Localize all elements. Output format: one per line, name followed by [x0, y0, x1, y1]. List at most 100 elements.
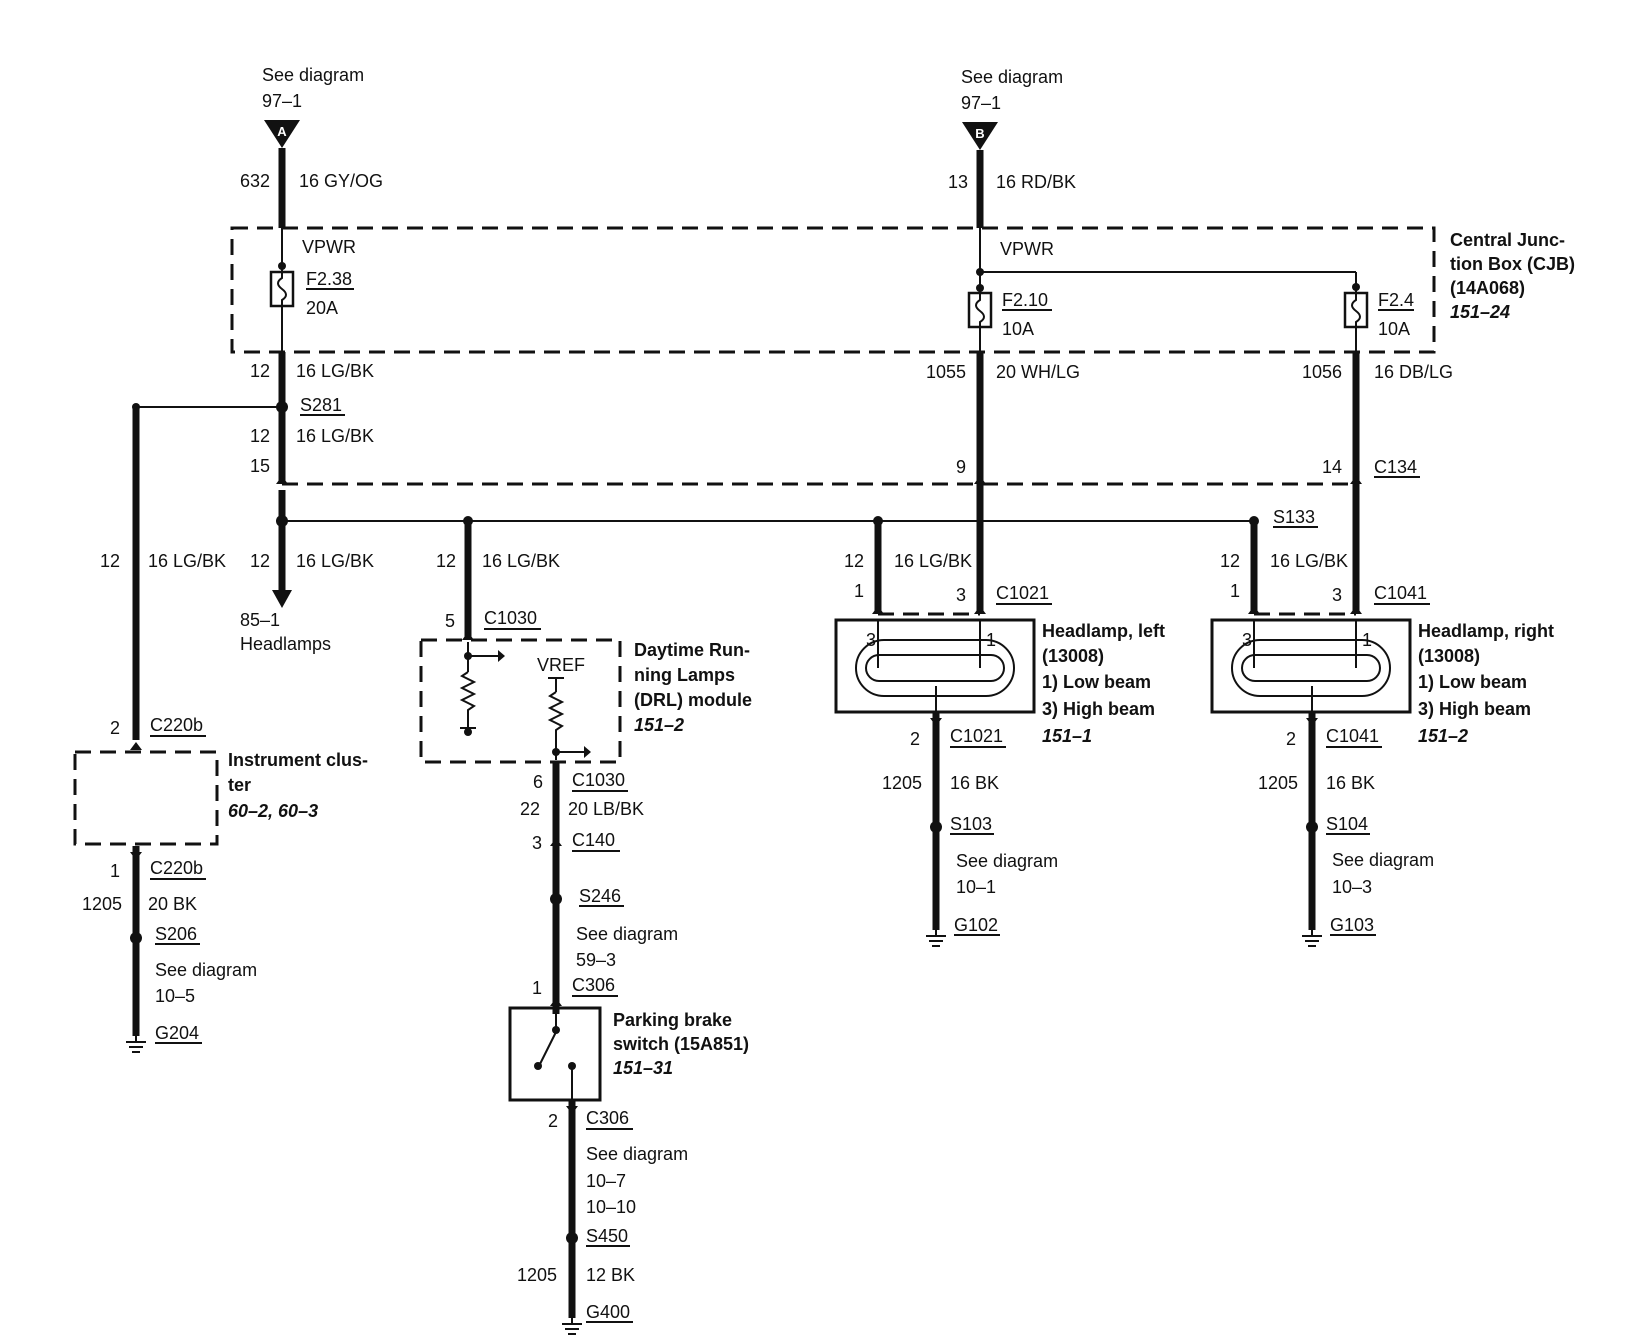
wire-12-right-gauge: 16 LG/BK: [1270, 551, 1348, 571]
pb-connector-in: C306: [572, 975, 615, 995]
left-pin-high: 3: [956, 585, 966, 605]
fuse-f2-38-rating: 20A: [306, 298, 338, 318]
instrument-cluster-box: [73, 750, 219, 846]
ic-pin-1: 1: [110, 861, 120, 881]
splice-s450-label: S450: [586, 1226, 628, 1246]
pb-pin-1: 1: [532, 978, 542, 998]
wire-12-hl-gauge: 16 LG/BK: [296, 551, 374, 571]
wire-1205-right-circuit: 1205: [1258, 773, 1298, 793]
ic-connector-out: C220b: [150, 858, 203, 878]
wire-12-left-gauge: 16 LG/BK: [894, 551, 972, 571]
right-connector: C1041: [1374, 583, 1427, 603]
source-a-letter: A: [277, 124, 287, 139]
headlamps-ref-line1: 85–1: [240, 610, 280, 630]
source-b-ref-line1: See diagram: [961, 67, 1063, 87]
wire-1205-left-gauge: 16 BK: [950, 773, 999, 793]
wire-13-gauge: 16 RD/BK: [996, 172, 1076, 192]
splice-s206-label: S206: [155, 924, 197, 944]
drl-module-box: [419, 638, 622, 764]
drl-title-line1: Daytime Run-: [634, 640, 750, 660]
source-a-ref-line1: See diagram: [262, 65, 364, 85]
splice-s450-dot: [566, 1232, 578, 1244]
ground-g102-icon: [926, 930, 946, 947]
headlamp-right-beam3: 3) High beam: [1418, 699, 1531, 719]
ic-title-line2: ter: [228, 775, 251, 795]
left-connector: C1021: [996, 583, 1049, 603]
cjb-title-line3: (14A068): [1450, 278, 1525, 298]
drl-ref: 151–2: [634, 715, 684, 735]
cjb-ref: 151–24: [1450, 302, 1510, 322]
wire-1205-right-gauge: 16 BK: [1326, 773, 1375, 793]
splice-s246-label: S246: [579, 886, 621, 906]
drl-pin-6: 6: [533, 772, 543, 792]
headlamp-left-beam1: 1) Low beam: [1042, 672, 1151, 692]
wire-12-left-circuit: 12: [844, 551, 864, 571]
c140-label: C140: [572, 830, 615, 850]
drl-title-line2: ning Lamps: [634, 665, 735, 685]
splice-s206-dot: [130, 932, 142, 944]
wire-1205-pb-circuit: 1205: [517, 1265, 557, 1285]
source-b-triangle-icon: [962, 122, 998, 150]
splice-s133-label: S133: [1273, 507, 1315, 527]
left-pin-low: 1: [854, 581, 864, 601]
wire-1205-ic-circuit: 1205: [82, 894, 122, 914]
drl-vref: VREF: [537, 655, 585, 675]
headlamps-ref-line2: Headlamps: [240, 634, 331, 654]
drl-connector-out: C1030: [572, 770, 625, 790]
splice-s104-dot: [1306, 821, 1318, 833]
wire-1205-ic-gauge: 20 BK: [148, 894, 197, 914]
source-b-letter: B: [975, 126, 984, 141]
parking-brake-switch-box: [508, 1006, 602, 1102]
right-connector-out: C1041: [1326, 726, 1379, 746]
ground-g204-icon: [126, 1036, 146, 1053]
wire-1205-pb-gauge: 12 BK: [586, 1265, 635, 1285]
wire-12-drl-gauge: 16 LG/BK: [482, 551, 560, 571]
see-10-1-line1: See diagram: [956, 851, 1058, 871]
see-10-7-line2: 10–7: [586, 1171, 626, 1191]
ground-g400-label: G400: [586, 1302, 630, 1322]
splice-s246-dot: [550, 893, 562, 905]
wire-12-ic-circuit: 12: [100, 551, 120, 571]
wire-12-b-circuit: 12: [250, 426, 270, 446]
right-inner-pin-3: 3: [1242, 630, 1252, 650]
ground-g103-icon: [1302, 930, 1322, 947]
see-10-5-line1: See diagram: [155, 960, 257, 980]
headlamp-right-ref: 151–2: [1418, 726, 1468, 746]
pb-ref: 151–31: [613, 1058, 673, 1078]
wire-13-circuit: 13: [948, 172, 968, 192]
see-10-1-line2: 10–1: [956, 877, 996, 897]
source-a-ref-line2: 97–1: [262, 91, 302, 111]
cjb-vpwr-left: VPWR: [302, 237, 356, 257]
see-59-line2: 59–3: [576, 950, 616, 970]
left-connector-out: C1021: [950, 726, 1003, 746]
headlamp-left-title: Headlamp, left: [1042, 621, 1165, 641]
left-inner-pin-3: 3: [866, 630, 876, 650]
see-10-7-line3: 10–10: [586, 1197, 636, 1217]
c140-pin: 3: [532, 833, 542, 853]
splice-s104-label: S104: [1326, 814, 1368, 834]
ic-title-line1: Instrument clus-: [228, 750, 368, 770]
wire-1055-gauge: 20 WH/LG: [996, 362, 1080, 382]
wire-12-a-circuit: 12: [250, 361, 270, 381]
see-10-3-line1: See diagram: [1332, 850, 1434, 870]
wire-1055-circuit: 1055: [926, 362, 966, 382]
wire-12-drl-circuit: 12: [436, 551, 456, 571]
fuse-f2-38-id: F2.38: [306, 269, 352, 289]
source-b-ref-line2: 97–1: [961, 93, 1001, 113]
wire-632-circuit: 632: [240, 171, 270, 191]
ground-g204-label: G204: [155, 1023, 199, 1043]
right-inner-pin-1: 1: [1362, 630, 1372, 650]
headlamp-left-part: (13008): [1042, 646, 1104, 666]
wire-632-gauge: 16 GY/OG: [299, 171, 383, 191]
drl-connector-in: C1030: [484, 608, 537, 628]
wire-12-hl-circuit: 12: [250, 551, 270, 571]
headlamp-right-title: Headlamp, right: [1418, 621, 1554, 641]
drl-resistor-vref-icon: [547, 691, 565, 760]
connector-c134-label: C134: [1374, 457, 1417, 477]
fuse-f2-4-id: F2.4: [1378, 290, 1414, 310]
splice-s103-label: S103: [950, 814, 992, 834]
fuse-f2-4-rating: 10A: [1378, 319, 1410, 339]
ic-ref: 60–2, 60–3: [228, 801, 318, 821]
right-pin-high: 3: [1332, 585, 1342, 605]
